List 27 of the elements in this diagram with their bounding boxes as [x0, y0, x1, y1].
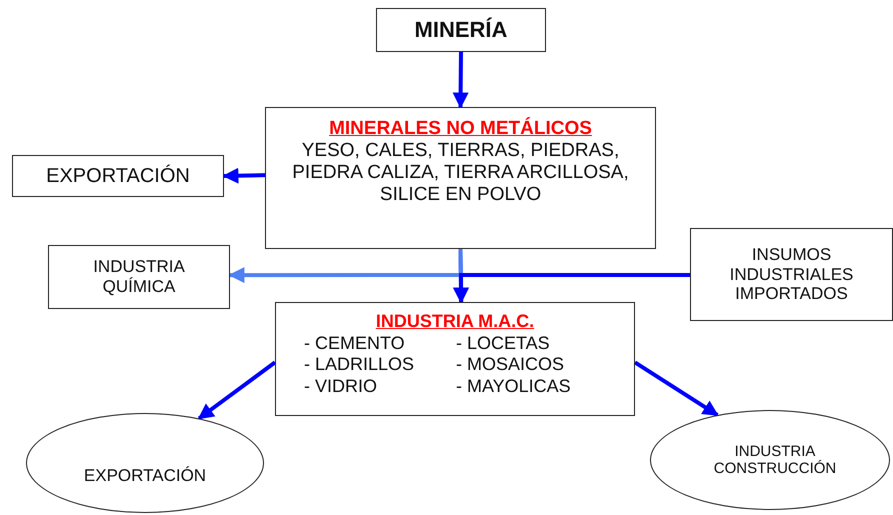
list-item: - MOSAICOS — [456, 355, 566, 376]
process-box — [265, 107, 656, 249]
box-text: INSUMOS INDUSTRIALES IMPORTADOS — [728, 245, 854, 304]
process-box — [376, 8, 546, 52]
box-text: YESO, CALES, TIERRAS, PIEDRAS, PIEDRA CALIZA, TIERRA ARCILLOSA, SILICE EN POLVO — [291, 140, 630, 206]
arrow — [634, 360, 719, 417]
process-box — [48, 245, 230, 309]
process-box — [690, 228, 893, 321]
box-text: INDUSTRIA QUÍMICA — [92, 257, 186, 297]
arrow — [222, 168, 266, 184]
list-item: - MAYOLICAS — [456, 377, 572, 398]
process-box — [12, 155, 224, 197]
list-item: - LADRILLOS — [304, 355, 416, 376]
list-item: - LOCETAS — [456, 334, 551, 354]
arrow — [453, 272, 690, 304]
process-box — [275, 302, 635, 416]
box-text: INDUSTRIA CONSTRUCCIÓN — [712, 442, 838, 478]
arrow — [452, 52, 469, 109]
box-text: MINERÍA — [414, 17, 508, 43]
arrow — [198, 360, 276, 420]
arrow — [228, 248, 464, 284]
box-text: EXPORTACIÓN — [45, 164, 191, 188]
box-heading: MINERALES NO METÁLICOS — [329, 118, 592, 140]
box-heading: INDUSTRIA M.A.C. — [376, 311, 534, 332]
box-text: EXPORTACIÓN — [82, 466, 208, 486]
list-item: - VIDRIO — [304, 377, 378, 398]
list-item: - CEMENTO — [304, 334, 406, 354]
